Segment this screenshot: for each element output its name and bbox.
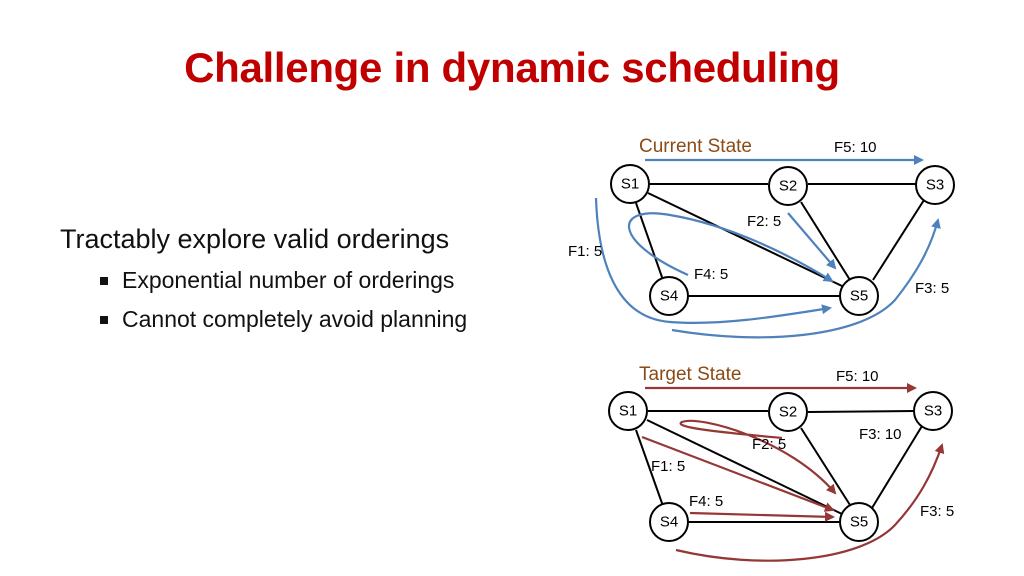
label-f3-10: F3: 10 bbox=[859, 426, 902, 443]
edge-s2-s5 bbox=[800, 201, 851, 281]
label-f4: F4: 5 bbox=[689, 493, 723, 510]
current-state-diagram: Current State F5: 10 F2: 5 F1: 5 F4: 5 F… bbox=[568, 136, 955, 339]
slide-title: Challenge in dynamic scheduling bbox=[184, 44, 840, 91]
bullet-sub-1: Exponential number of orderings bbox=[100, 267, 467, 294]
label-f4: F4: 5 bbox=[694, 266, 728, 283]
svg-text:S4: S4 bbox=[660, 514, 678, 531]
target-state-label: Target State bbox=[639, 364, 741, 385]
label-f5: F5: 10 bbox=[836, 368, 879, 385]
node-s2: S2 bbox=[768, 392, 808, 432]
bullet-sub-2: Cannot completely avoid planning bbox=[100, 306, 467, 333]
edge-s1-s4 bbox=[635, 429, 664, 507]
label-f1: F1: 5 bbox=[568, 243, 602, 260]
edge-s1-s4 bbox=[635, 202, 664, 281]
svg-text:S3: S3 bbox=[924, 403, 942, 420]
node-s5: S5 bbox=[839, 502, 879, 542]
svg-text:S1: S1 bbox=[621, 176, 639, 193]
target-state-diagram: Target State F5: 10 F3: 10 F2: 5 F1: 5 F… bbox=[608, 364, 954, 562]
label-f5: F5: 10 bbox=[834, 139, 877, 156]
bullet-main: Tractably explore valid orderings bbox=[60, 224, 450, 254]
label-f1: F1: 5 bbox=[651, 458, 685, 475]
svg-text:S2: S2 bbox=[779, 404, 797, 421]
node-s2: S2 bbox=[768, 166, 808, 206]
label-f2: F2: 5 bbox=[752, 436, 786, 453]
edge-s3-s5 bbox=[872, 199, 925, 281]
square-bullet-icon bbox=[100, 315, 108, 324]
edge-s1-s5 bbox=[647, 192, 843, 287]
edge-s2-s5 bbox=[800, 427, 851, 506]
node-s1: S1 bbox=[610, 164, 650, 204]
label-f3: F3: 5 bbox=[915, 280, 949, 297]
svg-text:S4: S4 bbox=[660, 288, 678, 305]
svg-text:S2: S2 bbox=[779, 178, 797, 195]
flow-f1-arrow bbox=[594, 197, 832, 325]
label-f2: F2: 5 bbox=[747, 213, 781, 230]
flow-f4-arrow bbox=[689, 511, 835, 522]
node-s5: S5 bbox=[839, 276, 879, 316]
bullet-sub-1-text: Exponential number of orderings bbox=[122, 267, 455, 293]
node-s4: S4 bbox=[649, 276, 689, 316]
svg-text:S3: S3 bbox=[926, 177, 944, 194]
flow-f4-arrow bbox=[628, 212, 834, 283]
flow-f3-arrow bbox=[675, 443, 945, 562]
square-bullet-icon bbox=[100, 276, 108, 285]
current-state-label: Current State bbox=[639, 136, 752, 157]
svg-text:S5: S5 bbox=[850, 288, 868, 305]
flow-f2-arrow bbox=[787, 212, 837, 270]
edge-s1-s5 bbox=[646, 419, 843, 515]
bullet-sub-2-text: Cannot completely avoid planning bbox=[122, 306, 468, 332]
edge-s2-s3 bbox=[807, 410, 915, 413]
label-f3: F3: 5 bbox=[920, 503, 954, 520]
flow-f1-arrow bbox=[641, 435, 835, 512]
svg-text:S1: S1 bbox=[619, 403, 637, 420]
node-s3: S3 bbox=[915, 165, 955, 205]
node-s4: S4 bbox=[649, 502, 689, 542]
edge-s3-s5 bbox=[871, 425, 923, 509]
flow-f3-arrow bbox=[671, 218, 941, 339]
svg-text:S5: S5 bbox=[850, 514, 868, 531]
bullet-list: Tractably explore valid orderings Expone… bbox=[60, 224, 467, 345]
flow-f2-arrow bbox=[679, 419, 837, 495]
node-s1: S1 bbox=[608, 391, 648, 431]
node-s3: S3 bbox=[913, 391, 953, 431]
